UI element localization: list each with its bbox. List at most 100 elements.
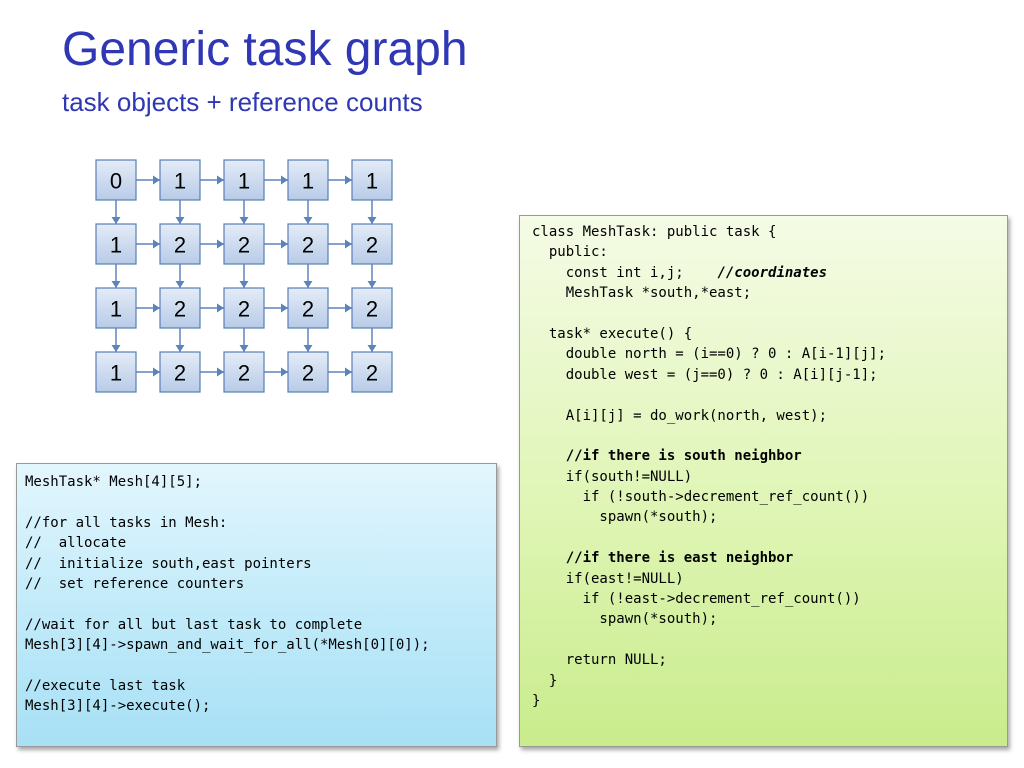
code-line-text: double north = (i==0) ? 0 : A[i-1][j];: [532, 346, 887, 363]
edge-east: [328, 303, 352, 313]
task-node-box: [159, 287, 201, 329]
task-node-refcount: 1: [366, 169, 378, 194]
code-line: if (!east->decrement_ref_count()): [532, 589, 995, 609]
task-node: 2: [159, 223, 201, 265]
task-node: 2: [287, 351, 329, 393]
task-node: 2: [351, 287, 393, 329]
code-line-text: class MeshTask: public task {: [532, 224, 777, 240]
edge-south: [175, 328, 185, 352]
edge-south: [367, 200, 377, 224]
edge-south: [239, 328, 249, 352]
slide-subtitle: task objects + reference counts: [62, 87, 423, 117]
edge-south: [111, 264, 121, 288]
task-node-refcount: 1: [110, 297, 122, 322]
code-line: Mesh[3][4]->execute();: [25, 698, 211, 715]
task-node: 1: [95, 351, 137, 393]
task-node: 1: [95, 223, 137, 265]
edge-east: [136, 303, 160, 313]
edge-south: [111, 200, 121, 224]
graph-edges: [111, 175, 377, 377]
task-node-box: [95, 287, 137, 329]
code-line: task* execute() {: [532, 324, 995, 344]
code-line: class MeshTask: public task {: [532, 222, 995, 242]
task-node-box: [95, 223, 137, 265]
edge-east: [264, 175, 288, 185]
code-line: //if there is east neighbor: [532, 548, 995, 568]
edge-east: [328, 367, 352, 377]
code-line-text: }: [532, 672, 558, 689]
edge-south: [367, 328, 377, 352]
task-node-refcount: 2: [366, 233, 378, 258]
task-node: 1: [223, 159, 265, 201]
task-node-box: [159, 223, 201, 265]
main-code-box: MeshTask* Mesh[4][5];//for all tasks in …: [16, 463, 497, 747]
code-line: [532, 528, 995, 548]
code-line: //wait for all but last task to complete: [25, 616, 363, 633]
code-line-text: double west = (j==0) ? 0 : A[i][j-1];: [532, 366, 878, 383]
task-node-box: [223, 223, 265, 265]
code-line-text: //if there is east neighbor: [532, 550, 794, 567]
task-node-refcount: 2: [174, 361, 186, 386]
task-node-box: [351, 287, 393, 329]
edge-south: [239, 200, 249, 224]
code-line: MeshTask *south,*east;: [532, 283, 995, 303]
task-node-box: [95, 351, 137, 393]
task-node-box: [351, 159, 393, 201]
code-line-text: public:: [532, 244, 608, 261]
edge-east: [136, 239, 160, 249]
code-line: double west = (j==0) ? 0 : A[i][j-1];: [532, 365, 995, 385]
task-node: 2: [223, 351, 265, 393]
code-line: [532, 385, 995, 405]
code-line-text: spawn(*south);: [532, 611, 718, 628]
task-node-box: [223, 351, 265, 393]
task-node-refcount: 2: [366, 361, 378, 386]
task-node: 1: [351, 159, 393, 201]
code-line: [532, 426, 995, 446]
slide-title: Generic task graph: [62, 23, 468, 76]
task-node-box: [287, 159, 329, 201]
code-line: }: [532, 691, 995, 711]
task-node-box: [351, 351, 393, 393]
task-node: 0: [95, 159, 137, 201]
code-line-text: const int i,j;: [532, 264, 684, 281]
edge-south: [175, 264, 185, 288]
task-node-box: [159, 351, 201, 393]
code-line: }: [532, 671, 995, 691]
task-node-refcount: 2: [302, 233, 314, 258]
code-line: return NULL;: [532, 650, 995, 670]
code-line-text: if (!east->decrement_ref_count()): [532, 591, 861, 608]
edge-east: [200, 175, 224, 185]
edge-east: [328, 239, 352, 249]
edge-south: [367, 264, 377, 288]
task-node-refcount: 2: [302, 297, 314, 322]
task-node: 1: [159, 159, 201, 201]
task-node: 2: [351, 223, 393, 265]
code-line: //if there is south neighbor: [532, 446, 995, 466]
edge-east: [200, 239, 224, 249]
edge-south: [175, 200, 185, 224]
code-line: if (!south->decrement_ref_count()): [532, 487, 995, 507]
code-line-text: return NULL;: [532, 652, 667, 669]
code-line: public:: [532, 242, 995, 262]
task-node-box: [223, 159, 265, 201]
task-node-refcount: 2: [366, 297, 378, 322]
edge-south: [239, 264, 249, 288]
task-node-refcount: 2: [238, 297, 250, 322]
code-line: spawn(*south);: [532, 609, 995, 629]
edge-east: [200, 367, 224, 377]
task-node-box: [287, 287, 329, 329]
code-line: // allocate: [25, 535, 127, 552]
code-line: //execute last task: [25, 677, 186, 694]
code-line-text: if(east!=NULL): [532, 570, 684, 587]
edge-south: [303, 328, 313, 352]
code-line: [532, 304, 995, 324]
edge-east: [264, 239, 288, 249]
code-line-text: A[i][j] = do_work(north, west);: [532, 407, 828, 424]
edge-east: [328, 175, 352, 185]
task-node-refcount: 2: [238, 233, 250, 258]
code-line: // initialize south,east pointers: [25, 555, 312, 572]
code-line: // set reference counters: [25, 575, 245, 592]
code-line: //for all tasks in Mesh:: [25, 514, 228, 531]
edge-south: [303, 200, 313, 224]
